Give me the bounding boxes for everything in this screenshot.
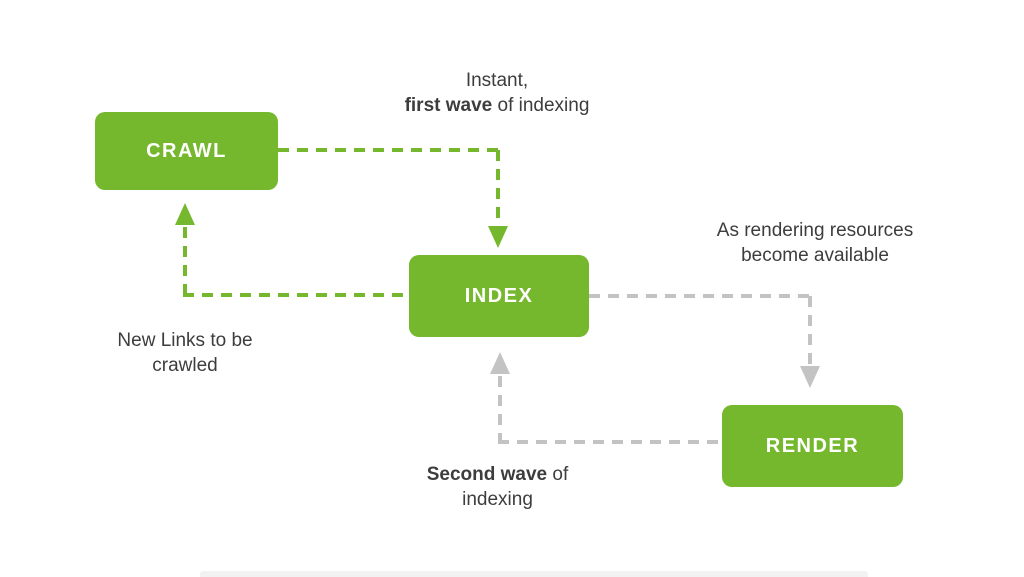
index-to-crawl-arrow-vertical bbox=[183, 227, 187, 295]
crawl-node-label: CRAWL bbox=[146, 139, 227, 162]
index-to-render-arrow-horizontal bbox=[589, 294, 812, 298]
annotation-rendering-line2: become available bbox=[741, 245, 889, 266]
render-to-index-arrow-vertical bbox=[498, 376, 502, 442]
render-node-label: RENDER bbox=[765, 434, 860, 457]
index-to-crawl-arrowhead-up-icon bbox=[175, 203, 195, 225]
annotation-second-wave: Second wave of indexing bbox=[390, 462, 605, 512]
crawl-to-index-arrow-vertical bbox=[496, 150, 500, 224]
crawl-node: CRAWL bbox=[95, 112, 278, 190]
crawl-to-index-arrow-horizontal bbox=[278, 148, 500, 152]
annotation-rendering-resources: As rendering resources become available bbox=[690, 218, 940, 268]
index-node-label: INDEX bbox=[464, 284, 534, 307]
index-to-render-arrow-vertical bbox=[808, 296, 812, 364]
index-to-render-arrowhead-down-icon bbox=[800, 366, 820, 388]
index-to-crawl-arrow-horizontal bbox=[183, 293, 409, 297]
footer-divider bbox=[200, 571, 868, 577]
annotation-second-wave-line2: indexing bbox=[462, 489, 533, 510]
render-node: RENDER bbox=[722, 405, 903, 487]
annotation-first-wave-rest: of indexing bbox=[492, 95, 590, 116]
crawl-to-index-arrowhead-down-icon bbox=[488, 226, 508, 248]
index-node: INDEX bbox=[409, 255, 589, 337]
annotation-rendering-line1: As rendering resources bbox=[716, 220, 914, 241]
render-to-index-arrowhead-up-icon bbox=[490, 352, 510, 374]
render-to-index-arrow-horizontal bbox=[498, 440, 722, 444]
annotation-first-wave: Instant, first wave of indexing bbox=[377, 68, 617, 118]
annotation-new-links-line1: New Links to be bbox=[117, 330, 253, 351]
annotation-second-wave-bold: Second wave bbox=[426, 464, 548, 485]
annotation-first-wave-bold: first wave bbox=[404, 95, 493, 116]
annotation-new-links: New Links to be crawled bbox=[85, 328, 285, 378]
annotation-new-links-line2: crawled bbox=[152, 355, 218, 376]
annotation-first-wave-line1: Instant, bbox=[465, 70, 529, 91]
annotation-second-wave-rest: of bbox=[547, 464, 569, 485]
